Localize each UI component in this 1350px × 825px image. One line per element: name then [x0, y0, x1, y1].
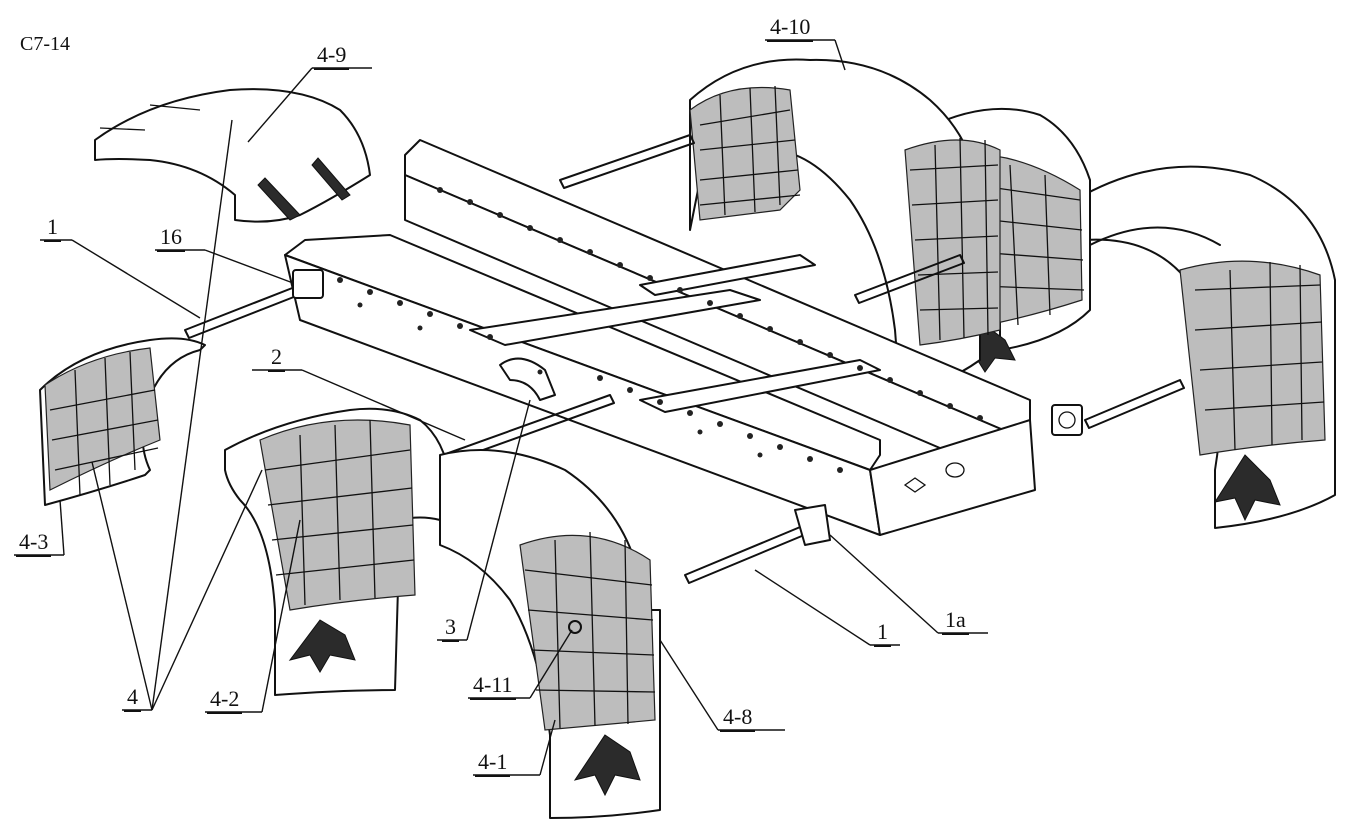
label-4-8: 4-8	[720, 706, 756, 732]
fender-top-4-9	[94, 88, 371, 223]
label-2: 2	[268, 346, 285, 372]
rear-axle-shafts	[559, 134, 1185, 436]
label-4-10: 4-10	[767, 16, 814, 42]
label-3: 3	[442, 616, 459, 642]
fender-front-mid-4-2	[224, 407, 451, 696]
fender-rear-left	[689, 58, 1001, 396]
figure-code: C7-14	[20, 33, 70, 55]
label-4-11: 4-11	[470, 674, 516, 700]
label-4-3: 4-3	[16, 531, 52, 557]
label-1-right: 1	[874, 621, 891, 647]
label-1-left: 1	[44, 216, 61, 242]
label-4-1: 4-1	[475, 751, 511, 777]
label-16: 16	[157, 226, 185, 252]
label-4-9: 4-9	[314, 44, 350, 70]
label-4: 4	[124, 686, 141, 712]
label-4-2: 4-2	[207, 688, 243, 714]
fender-front-left-4-3	[39, 337, 206, 506]
fender-rear-right	[1074, 165, 1336, 529]
chassis-frame	[284, 139, 1036, 536]
label-1a: 1a	[942, 609, 969, 635]
fender-front-right-4-1	[439, 449, 661, 819]
